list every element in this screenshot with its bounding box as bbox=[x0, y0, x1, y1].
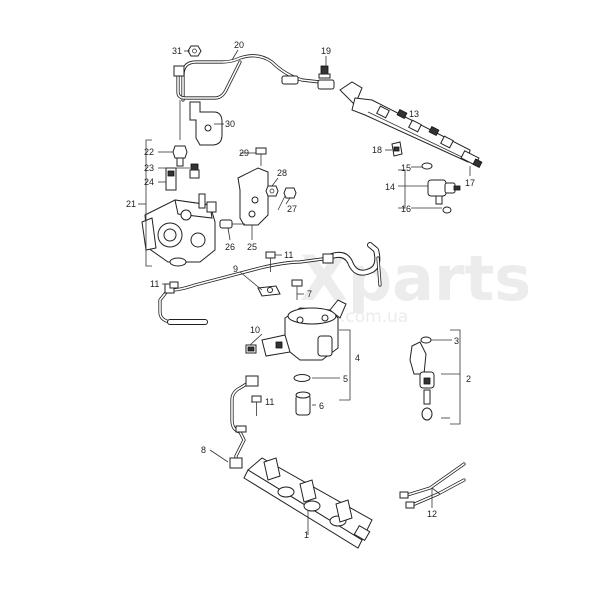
callout-28: 28 bbox=[277, 168, 287, 178]
callout-25: 25 bbox=[247, 242, 257, 252]
callout-29: 29 bbox=[239, 148, 249, 158]
callout-3: 3 bbox=[454, 336, 459, 346]
callout-15: 15 bbox=[401, 163, 411, 173]
callout-labels: 1 2 3 4 5 6 7 8 9 10 11 11 11 12 13 14 1… bbox=[126, 40, 475, 540]
seal-15 bbox=[421, 162, 433, 170]
seal-5 bbox=[293, 374, 311, 382]
injector-2 bbox=[409, 341, 435, 421]
nut-28 bbox=[265, 185, 279, 197]
callout-16: 16 bbox=[401, 204, 411, 214]
bolt-7 bbox=[291, 279, 303, 300]
bolt-11-left bbox=[169, 281, 179, 289]
bracket-30 bbox=[179, 100, 223, 146]
bolt-26 bbox=[219, 219, 245, 229]
callout-12: 12 bbox=[427, 509, 437, 519]
callout-31: 31 bbox=[172, 46, 182, 56]
clip-18 bbox=[391, 141, 403, 157]
clamp-9 bbox=[257, 285, 281, 297]
line-clip bbox=[281, 75, 299, 85]
callout-2: 2 bbox=[466, 374, 471, 384]
callout-1: 1 bbox=[304, 530, 309, 540]
bolt-11-top bbox=[265, 251, 276, 272]
bolt-29 bbox=[255, 147, 267, 166]
callout-22: 22 bbox=[144, 147, 154, 157]
callout-19: 19 bbox=[321, 46, 331, 56]
callout-10: 10 bbox=[250, 325, 260, 335]
sensor-23 bbox=[189, 163, 200, 179]
callout-9: 9 bbox=[233, 264, 238, 274]
line-end-fitting bbox=[317, 79, 335, 90]
fuel-line-20 bbox=[173, 54, 335, 102]
fuel-line-8 bbox=[229, 375, 259, 469]
fuel-pump-21 bbox=[141, 193, 217, 267]
high-pressure-pump-4 bbox=[261, 299, 347, 361]
callout-11-left: 11 bbox=[150, 279, 159, 289]
callout-20: 20 bbox=[234, 40, 244, 50]
fuel-line-9 bbox=[158, 242, 382, 325]
sensor-22 bbox=[172, 145, 188, 167]
callout-6: 6 bbox=[319, 401, 324, 411]
bolt-27 bbox=[277, 187, 297, 211]
injector-14 bbox=[427, 179, 461, 205]
callout-8: 8 bbox=[201, 445, 206, 455]
callout-26: 26 bbox=[225, 242, 235, 252]
sensor-24 bbox=[165, 167, 177, 191]
callout-18: 18 bbox=[372, 145, 382, 155]
fuel-rail-1 bbox=[243, 457, 373, 549]
callout-7: 7 bbox=[307, 289, 312, 299]
seal-16 bbox=[442, 206, 452, 214]
lines-12 bbox=[399, 462, 466, 509]
callout-17: 17 bbox=[465, 178, 475, 188]
seal-3 bbox=[420, 336, 432, 344]
leader-lines bbox=[138, 49, 471, 535]
callout-4: 4 bbox=[355, 353, 360, 363]
bolt-10 bbox=[245, 344, 257, 354]
callout-13: 13 bbox=[409, 109, 419, 119]
watermark-site: .com.ua bbox=[340, 307, 408, 327]
callout-14: 14 bbox=[385, 182, 395, 192]
nut-31 bbox=[187, 45, 202, 57]
line-fitting bbox=[173, 65, 185, 77]
callout-30: 30 bbox=[225, 119, 235, 129]
callout-24: 24 bbox=[144, 177, 154, 187]
callout-5: 5 bbox=[343, 374, 348, 384]
bolt-11-bottom bbox=[251, 395, 262, 416]
pressure-sensor-17 bbox=[460, 150, 483, 169]
sensor-19 bbox=[318, 65, 331, 79]
tappet-6 bbox=[295, 391, 311, 416]
fuel-rail-13 bbox=[339, 81, 471, 163]
callout-27: 27 bbox=[287, 204, 297, 214]
callout-11-top: 11 bbox=[284, 250, 293, 260]
callout-11-bottom: 11 bbox=[265, 397, 274, 407]
callout-21: 21 bbox=[126, 199, 136, 209]
bracket-25 bbox=[237, 167, 269, 226]
callout-23: 23 bbox=[144, 163, 154, 173]
